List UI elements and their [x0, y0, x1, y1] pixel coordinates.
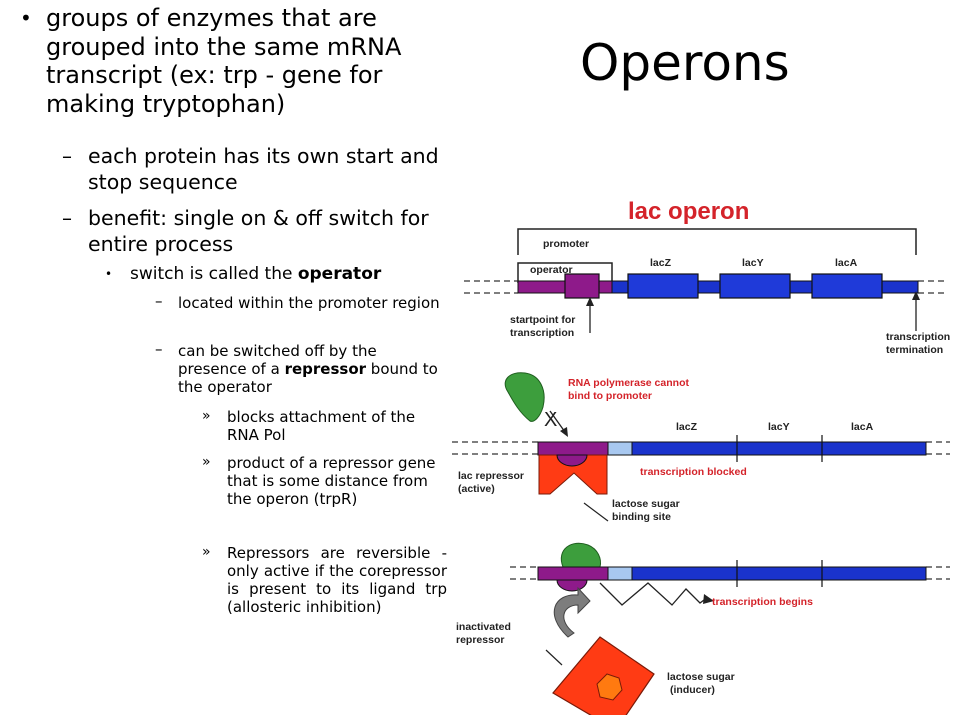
laca-gene [811, 273, 883, 299]
operator-region [537, 566, 609, 581]
repressor-binding-domain [556, 454, 588, 467]
lac-repressor-label: lac repressor (active) [458, 470, 527, 495]
induced-panel: transcription begins inactivated repress… [456, 542, 950, 715]
bullet-marker: • [20, 6, 32, 30]
slide-title: Operons [580, 34, 790, 92]
lacy-label: lacY [768, 421, 790, 433]
lacz-label: lacZ [676, 421, 698, 433]
bullet-start-stop: each protein has its own start and stop … [88, 144, 439, 194]
rna-pol-cannot-bind-label: RNA polymerase cannot bind to promoter [568, 377, 692, 402]
arrow-head [912, 291, 920, 300]
raquo-marker: » [202, 408, 211, 424]
bullet-promoter-region: located within the promoter region [178, 294, 440, 312]
bullet-blocks-rna-pol: blocks attachment of the RNA Pol [227, 408, 416, 444]
blocked-x-mark: X [544, 409, 557, 431]
laca-label: lacA [851, 421, 874, 433]
lacy-gene [719, 273, 791, 299]
operator-region [537, 441, 609, 456]
rna-polymerase-bound [560, 542, 601, 568]
lacz-label: lacZ [650, 257, 672, 269]
repressor-active-panel: X RNA polymerase cannot bind to promoter… [452, 372, 950, 523]
bullet-list: • groups of enzymes that are grouped int… [0, 0, 450, 720]
bullet-reversible: Repressors are reversible - only active … [227, 544, 447, 616]
dash-marker: – [62, 206, 72, 230]
mrna-transcript [599, 582, 709, 606]
bullet-operator: switch is called the operator [130, 263, 450, 285]
dash-marker: – [62, 144, 72, 168]
bullet-operator-bold: operator [297, 264, 382, 284]
promoter-region [607, 566, 633, 581]
bullet-repressor-suffix: bound to the operator [178, 360, 438, 396]
lac-operon-diagram: lac operon promoter operator lacZ lacY l… [452, 198, 953, 715]
bullet-benefit: benefit: single on & off switch for enti… [88, 206, 429, 256]
bullet-repressor-gene: product of a repressor gene that is some… [227, 454, 436, 508]
termination-label: transcription termination [886, 331, 953, 356]
lacz-gene [627, 273, 699, 299]
lactose-inducer [596, 673, 623, 701]
lac-repressor-active [538, 454, 608, 495]
operator-label: operator [530, 264, 573, 276]
startpoint-label: startpoint for transcription [510, 314, 578, 339]
bullet-operator-text: switch is called the [130, 264, 298, 284]
binding-site-pointer [583, 502, 609, 522]
rna-polymerase [504, 372, 545, 422]
raquo-marker: » [202, 454, 211, 470]
dash-marker: – [155, 292, 163, 310]
arrow-head [586, 297, 594, 306]
bullet-repressor-bold: repressor [284, 360, 367, 378]
bullet-marker: • [105, 267, 113, 281]
raquo-marker: » [202, 544, 211, 560]
inducer-label: lactose sugar (inducer) [667, 671, 738, 696]
gene-map-panel: promoter operator lacZ lacY lacA startpo… [464, 228, 953, 356]
binding-arrow [549, 410, 566, 433]
curved-arrow [553, 586, 591, 638]
operator-bump [556, 579, 588, 592]
bullet-repressor-text: can be switched off by the presence of a [178, 342, 377, 378]
transcription-begins-label: transcription begins [712, 596, 813, 608]
transcription-blocked-label: transcription blocked [640, 466, 747, 478]
repressor-pointer [545, 649, 563, 666]
diagram-title: lac operon [628, 198, 749, 225]
promoter-region [607, 441, 633, 456]
lacy-label: lacY [742, 257, 764, 269]
operon-bracket [517, 228, 917, 255]
binding-site-label: lactose sugar binding site [612, 498, 683, 523]
bullet-operon-definition: groups of enzymes that are grouped into … [46, 4, 402, 118]
dash-marker: – [155, 340, 163, 358]
arrow-head [560, 427, 568, 437]
inactivated-repressor [552, 636, 655, 715]
arrow-head [703, 594, 714, 604]
promoter-bracket [517, 262, 613, 283]
promoter-label: promoter [543, 238, 589, 250]
operator-box [564, 273, 600, 299]
laca-label: lacA [835, 257, 858, 269]
bullet-repressor: can be switched off by the presence of a… [178, 342, 446, 396]
inactivated-repressor-label: inactivated repressor [456, 621, 514, 646]
